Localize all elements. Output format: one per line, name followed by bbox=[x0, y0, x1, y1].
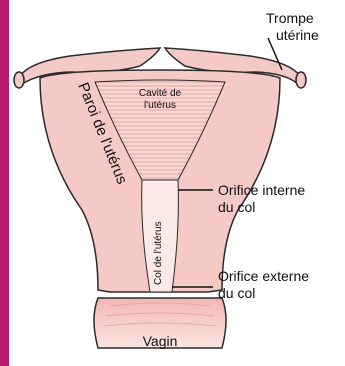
label-cavite-line1: Cavité de bbox=[139, 88, 182, 99]
label-vagin: Vagin bbox=[143, 333, 178, 349]
label-orifice-interne-line2: du col bbox=[218, 199, 255, 215]
label-orifice-externe-line1: Orifice externe bbox=[218, 268, 309, 284]
left-tube-end bbox=[14, 72, 24, 88]
label-col: Col de l'utérus bbox=[153, 221, 164, 285]
label-trompe-line1: Trompe bbox=[266, 10, 314, 26]
label-cavite-line2: l'utérus bbox=[144, 100, 176, 111]
right-tube-end bbox=[296, 72, 306, 88]
label-orifice-interne-line1: Orifice interne bbox=[218, 182, 305, 198]
label-orifice-externe-line2: du col bbox=[218, 285, 255, 301]
label-trompe-line2: utérine bbox=[276, 27, 319, 43]
